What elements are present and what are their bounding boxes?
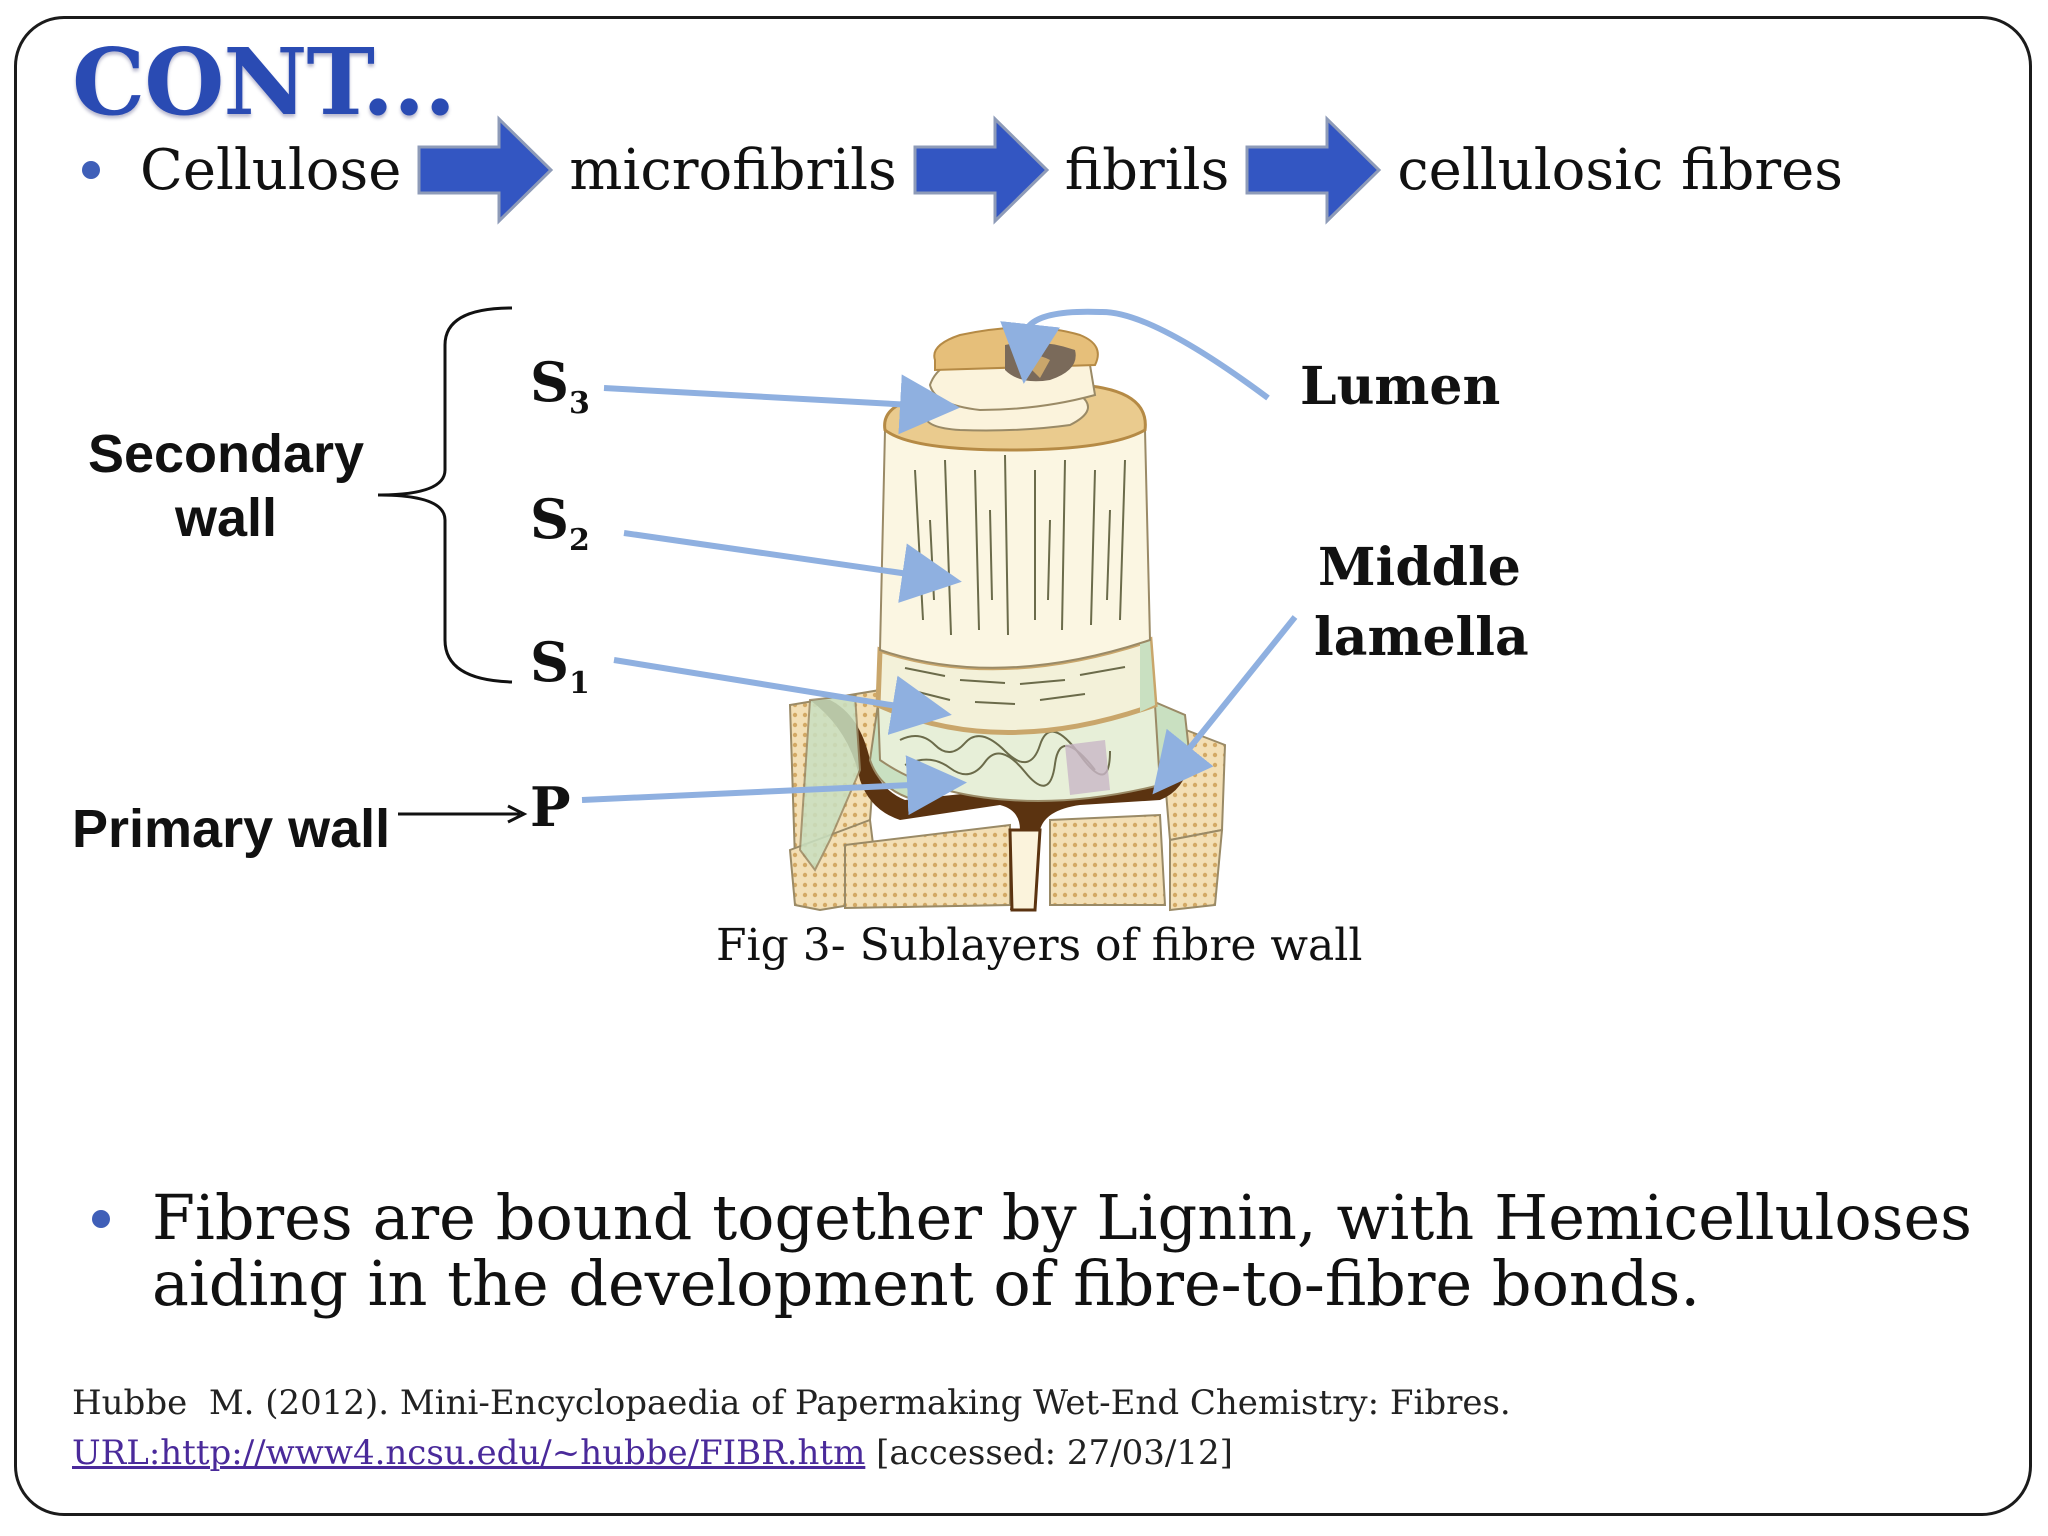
reference-citation: Hubbe M. (2012). Mini-Encyclopaedia of P…	[72, 1383, 1511, 1423]
s1-label: S1	[530, 630, 590, 701]
lumen-label: Lumen	[1300, 356, 1501, 417]
flow-step-cellulosic-fibres: cellulosic fibres	[1397, 137, 1843, 203]
reference-accessed: [accessed: 27/03/12]	[865, 1433, 1233, 1473]
secondary-wall-bracket	[377, 306, 513, 684]
middle-lamella-line1: Middle	[1318, 537, 1521, 598]
s3-label: S3	[530, 350, 590, 421]
s2-layer	[878, 429, 1152, 669]
slide-title: CONT...	[72, 28, 456, 136]
secondary-wall-line2: wall	[174, 488, 278, 548]
bullet-dot	[92, 1210, 110, 1228]
middle-lamella-line2: lamella	[1314, 607, 1529, 668]
flow-step-cellulose: Cellulose	[140, 137, 402, 203]
s3-layer	[883, 326, 1147, 452]
flow-arrow-icon	[417, 115, 554, 225]
p-label: P	[530, 775, 571, 839]
primary-wall-label: Primary wall	[72, 799, 391, 859]
s2-label: S2	[530, 487, 590, 558]
flow-step-fibrils: fibrils	[1064, 137, 1230, 203]
reference-block: Hubbe M. (2012). Mini-Encyclopaedia of P…	[72, 1378, 1511, 1478]
middle-lamella-label: Middle lamella	[1314, 533, 1529, 673]
figure-caption: Fig 3- Sublayers of fibre wall	[716, 920, 1363, 971]
secondary-wall-line1: Secondary	[87, 424, 365, 484]
flow-arrow-icon	[913, 115, 1049, 225]
bullet-dot	[82, 161, 100, 179]
secondary-wall-label: Secondary wall	[76, 422, 376, 550]
reference-url-line: URL:http://www4.ncsu.edu/~hubbe/FIBR.htm…	[72, 1428, 1511, 1478]
reference-url-link[interactable]: URL:http://www4.ncsu.edu/~hubbe/FIBR.htm	[72, 1433, 866, 1473]
lignin-bullet: Fibres are bound together by Lignin, wit…	[92, 1185, 1972, 1317]
flow-bullet: Cellulose microfibrils fibrils cellulosi…	[82, 110, 1843, 230]
flow-step-microfibrils: microfibrils	[569, 137, 897, 203]
flow-arrow-icon	[1245, 115, 1382, 225]
lignin-bullet-text: Fibres are bound together by Lignin, wit…	[152, 1181, 1972, 1320]
pointer-arrows	[398, 308, 1298, 824]
